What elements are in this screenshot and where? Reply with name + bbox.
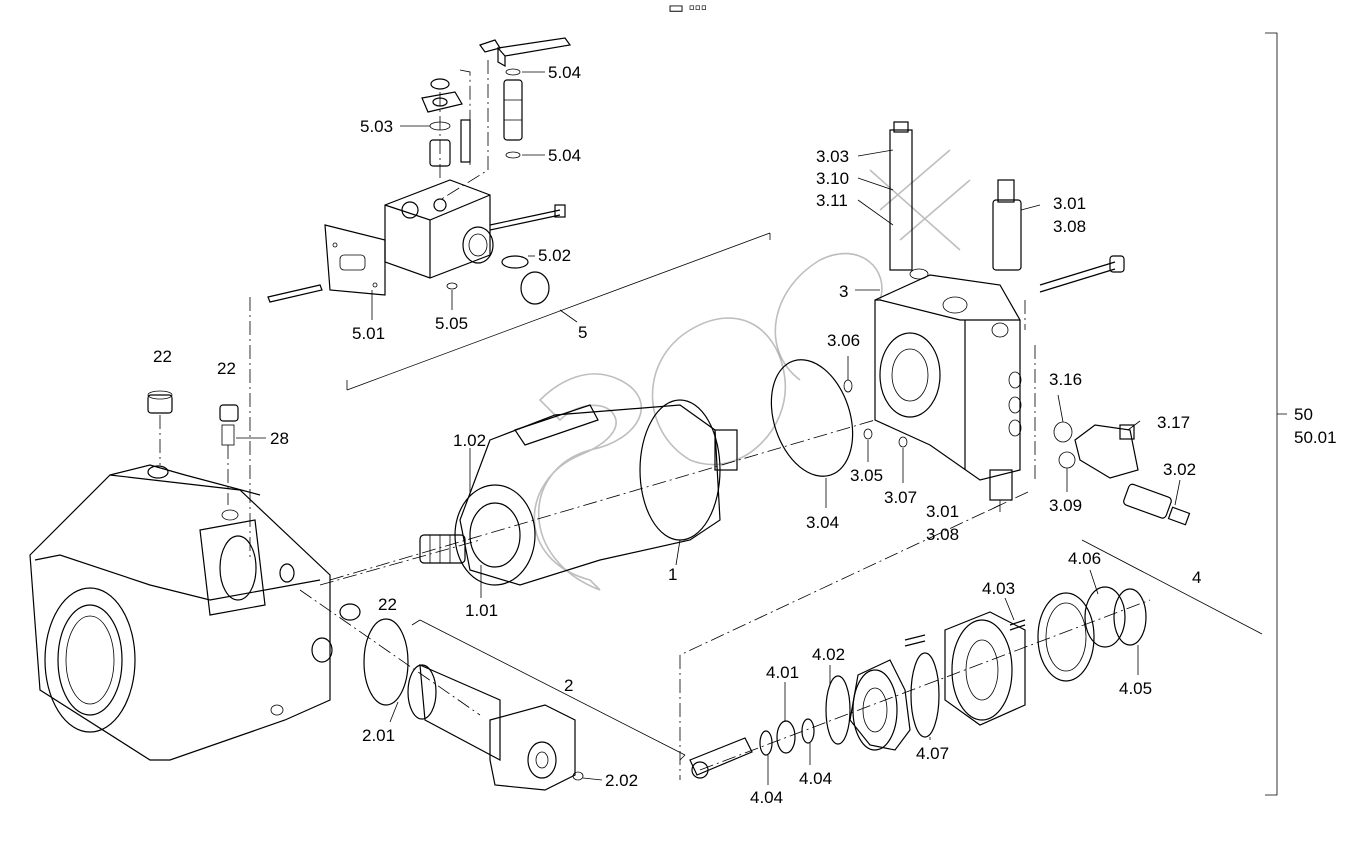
group-5-control-valve [249,37,572,560]
label-4-04-right: 4.04 [799,769,832,788]
label-28: 28 [270,429,289,448]
label-22-right: 22 [217,359,236,378]
part-labels: 5.04 5.04 5.03 5.02 5.01 5.05 5 22 22 28… [153,63,1337,807]
label-3-11: 3.11 [816,191,848,210]
label-4-05: 4.05 [1119,679,1152,698]
label-5-04-top: 5.04 [548,63,581,82]
label-3-10: 3.10 [816,169,849,188]
watermark [533,149,971,591]
leader-lines [236,71,1181,785]
label-4-07: 4.07 [916,744,949,763]
label-4-04-left: 4.04 [750,788,783,807]
label-3-01-bottom: 3.01 [926,502,959,521]
label-5-02: 5.02 [538,246,571,265]
label-4-01: 4.01 [766,663,799,682]
label-5-05: 5.05 [435,314,468,333]
group-4-adapter [689,586,1151,779]
label-3: 3 [839,282,848,301]
label-3-09: 3.09 [1049,496,1082,515]
label-3-17: 3.17 [1157,413,1190,432]
header-mark: ▭ ▫▫▫ [668,0,707,17]
label-1-01: 1.01 [465,601,498,620]
label-1-02: 1.02 [453,431,486,450]
label-1: 1 [668,565,677,584]
label-3-03: 3.03 [816,147,849,166]
label-50: 50 [1294,405,1313,424]
rotary-group-1 [329,399,876,586]
label-3-04: 3.04 [806,513,839,532]
label-4-06: 4.06 [1068,549,1101,568]
label-3-02: 3.02 [1163,460,1196,479]
label-22-left: 22 [153,347,172,366]
label-22-cylinder: 22 [378,595,397,614]
label-50-01: 50.01 [1294,428,1337,447]
label-3-16: 3.16 [1049,370,1082,389]
label-group-2: 2 [564,676,573,695]
main-housing [29,390,481,761]
label-4-03: 4.03 [982,579,1015,598]
seal-ring-3-04 [770,359,854,477]
label-5-01: 5.01 [352,324,385,343]
label-3-08-top: 3.08 [1053,217,1086,236]
group-2-cylinder [363,618,584,791]
label-3-01-top: 3.01 [1053,194,1086,213]
port-plate-3 [679,121,1191,780]
label-3-06: 3.06 [827,331,860,350]
label-group-4: 4 [1192,568,1201,587]
label-5-03: 5.03 [360,117,393,136]
label-3-07: 3.07 [884,488,917,507]
assembly-bracket [1265,32,1287,796]
label-group-5: 5 [578,323,587,342]
label-3-05: 3.05 [850,466,883,485]
label-4-02: 4.02 [812,645,845,664]
label-3-08-bottom: 3.08 [926,525,959,544]
label-2-02: 2.02 [605,771,638,790]
label-2-01: 2.01 [362,726,395,745]
label-5-04-bottom: 5.04 [548,146,581,165]
